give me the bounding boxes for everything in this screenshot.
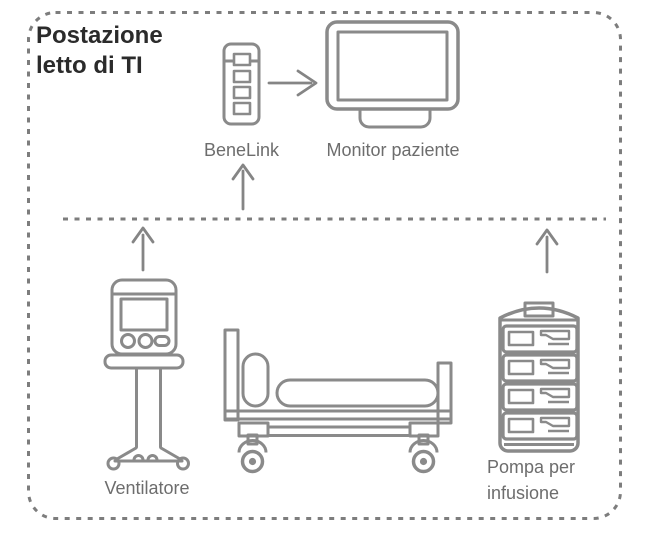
bed-caster-right — [408, 433, 439, 474]
bed-caster-left — [237, 433, 268, 474]
infusion-pump-label: Pompa per infusione — [487, 457, 576, 503]
arrow-benelink-to-monitor — [267, 69, 318, 97]
arrow-up-to-benelink — [231, 163, 255, 211]
patient-monitor-label: Monitor paziente — [326, 140, 460, 160]
pump-module-2 — [501, 353, 579, 383]
pump-module-3 — [501, 382, 579, 412]
infusion-pump-icon — [498, 301, 580, 453]
station-dashed-border — [27, 11, 622, 520]
arrow-up-from-infusion-pump — [535, 228, 559, 274]
ventilator-label: Ventilatore — [104, 478, 190, 498]
benelink-icon — [222, 42, 261, 126]
benelink-label: BeneLink — [203, 140, 280, 160]
hospital-bed-icon — [223, 328, 453, 474]
arrow-up-from-ventilator — [131, 226, 155, 272]
pump-module-1 — [501, 324, 579, 354]
pump-module-4 — [501, 411, 579, 441]
patient-monitor-icon — [325, 20, 460, 129]
ventilator-icon — [103, 278, 190, 471]
station-title: Postazione letto di TI — [36, 22, 163, 80]
